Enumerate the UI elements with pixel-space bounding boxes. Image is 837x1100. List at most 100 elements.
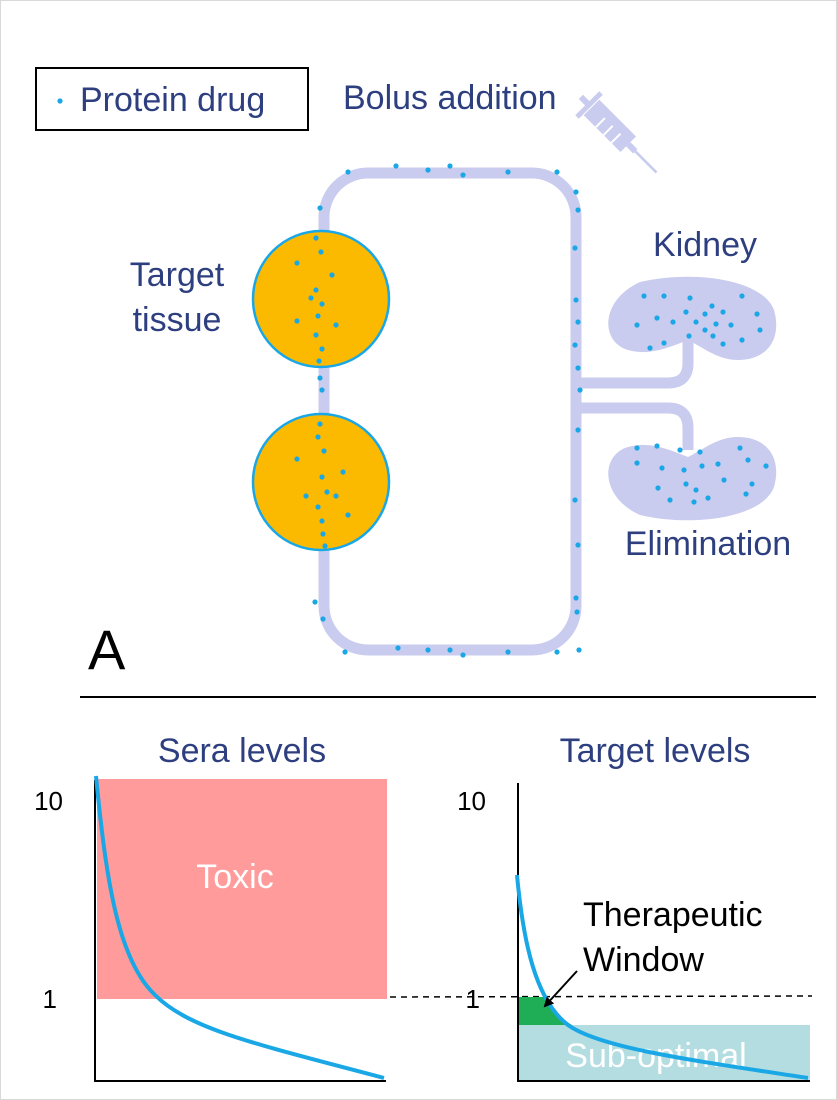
drug-particle [699,463,705,469]
renal-vessel-lower [576,402,694,450]
drug-particle [577,387,583,393]
drug-particle [319,474,325,480]
drug-particle [743,491,749,497]
therapeutic-window-label-line1: Therapeutic [583,896,763,934]
drug-particle [554,649,560,655]
drug-particle [575,542,581,548]
drug-particle [294,318,300,324]
therapeutic-window-arrow [543,970,578,1008]
target-tissue-label-line2: tissue [133,301,222,339]
protein-drug-dot-icon [57,98,63,104]
drug-particle [749,481,755,487]
drug-particle [313,332,319,338]
drug-particle [647,345,653,351]
kidney-icon-lower [608,437,777,521]
drug-particle [313,287,319,293]
target-tick-1: 1 [466,984,480,1014]
drug-particle [575,207,581,213]
drug-particle [320,616,326,622]
target-title: Target levels [560,732,751,770]
drug-particle [319,387,325,393]
drug-particle [634,322,640,328]
drug-particle [345,169,351,175]
drug-particle [686,333,692,339]
drug-particle [654,443,660,449]
drug-particle [661,293,667,299]
drug-particle [575,365,581,371]
drug-particle [572,497,578,503]
drug-particle [329,272,335,278]
drug-particle [691,499,697,505]
therapeutic-window-label-line2: Window [583,941,704,979]
drug-particle [574,609,580,615]
drug-particle [447,163,453,169]
drug-particle [739,293,745,299]
panel-a: Protein drug Bolus addition Target [35,67,791,681]
drug-particle [659,465,665,471]
drug-particle [425,167,431,173]
syringe-icon [575,91,658,174]
drug-particle [655,485,661,491]
drug-particle [317,205,323,211]
drug-particle [340,469,346,475]
legend: Protein drug [35,67,309,131]
drug-particle [317,421,323,427]
drug-particle [294,456,300,462]
drug-particle [754,311,760,317]
sera-curve [94,775,385,1080]
drug-particle [572,342,578,348]
drug-particle [745,457,751,463]
drug-particle [757,327,763,333]
target-tissue-lower [251,412,391,552]
drug-particle [702,327,708,333]
drug-particle [315,504,321,510]
drug-particle [667,497,673,503]
drug-particle [670,319,676,325]
drug-particle [575,319,581,325]
drug-particle [320,531,326,537]
drug-particle [715,461,721,467]
target-levels-chart: Target levels Sub-optimal 10 1 Therapeut… [457,732,810,1082]
panel-b: Sera levels Toxic 10 1 Target levels Sub… [34,732,813,1082]
drug-particle [573,297,579,303]
drug-particle [333,322,339,328]
drug-particle [315,434,321,440]
elimination-label: Elimination [625,525,791,563]
threshold-line [389,995,813,998]
kidney-label: Kidney [653,226,757,264]
drug-particle [505,649,511,655]
drug-particle [393,163,399,169]
drug-particle [322,543,328,549]
drug-particle [705,495,711,501]
drug-particle [321,448,327,454]
drug-particle [576,647,582,653]
drug-particle [709,303,715,309]
drug-particle [728,322,734,328]
drug-particle [713,321,719,327]
sera-title: Sera levels [158,732,326,770]
drug-particle [447,647,453,653]
drug-particle [573,189,579,195]
drug-particle [575,427,581,433]
drug-particle [425,647,431,653]
suboptimal-label: Sub-optimal [565,1037,746,1075]
renal-vessel-upper [576,340,694,389]
drug-particle [318,249,324,255]
protein-drug-particles [294,163,769,658]
target-curve [515,874,809,1080]
drug-particle [634,460,640,466]
toxic-zone [97,779,387,999]
drug-particle [333,493,339,499]
drug-particle [342,649,348,655]
drug-particle [720,341,726,347]
drug-particle [319,301,325,307]
drug-particle [460,652,466,658]
drug-particle [319,518,325,524]
drug-particle [687,295,693,301]
drug-particle [345,512,351,518]
bolus-label: Bolus addition [343,79,557,117]
drug-particle [654,315,660,321]
toxic-label: Toxic [196,858,273,896]
drug-particle [683,309,689,315]
